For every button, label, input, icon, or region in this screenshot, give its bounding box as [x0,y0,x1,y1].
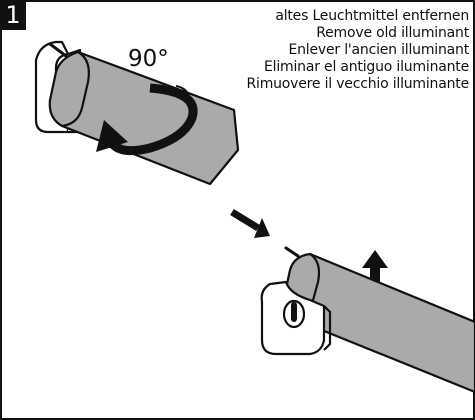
rotate-arrow-icon [96,83,198,156]
caption-german: altes Leuchtmittel entfernen [275,8,469,24]
insert-arrow-icon [230,209,270,238]
lower-tube-pin [284,246,300,258]
upper-tube-pin [48,42,68,58]
caption-french: Enlever l'ancien illuminant [288,42,469,58]
lift-arrow-icon [362,250,388,292]
upper-tube [48,50,240,186]
lower-lamp-socket [260,280,332,356]
caption-spanish: Eliminar el antiguo iluminante [264,59,469,75]
step-number-badge: 1 [0,0,26,30]
caption-english: Remove old illuminant [316,25,469,41]
rotation-angle-label: 90° [128,46,169,72]
caption-italian: Rimuovere il vecchio illuminante [246,76,469,92]
instruction-captions: altes Leuchtmittel entfernen Remove old … [246,8,469,93]
